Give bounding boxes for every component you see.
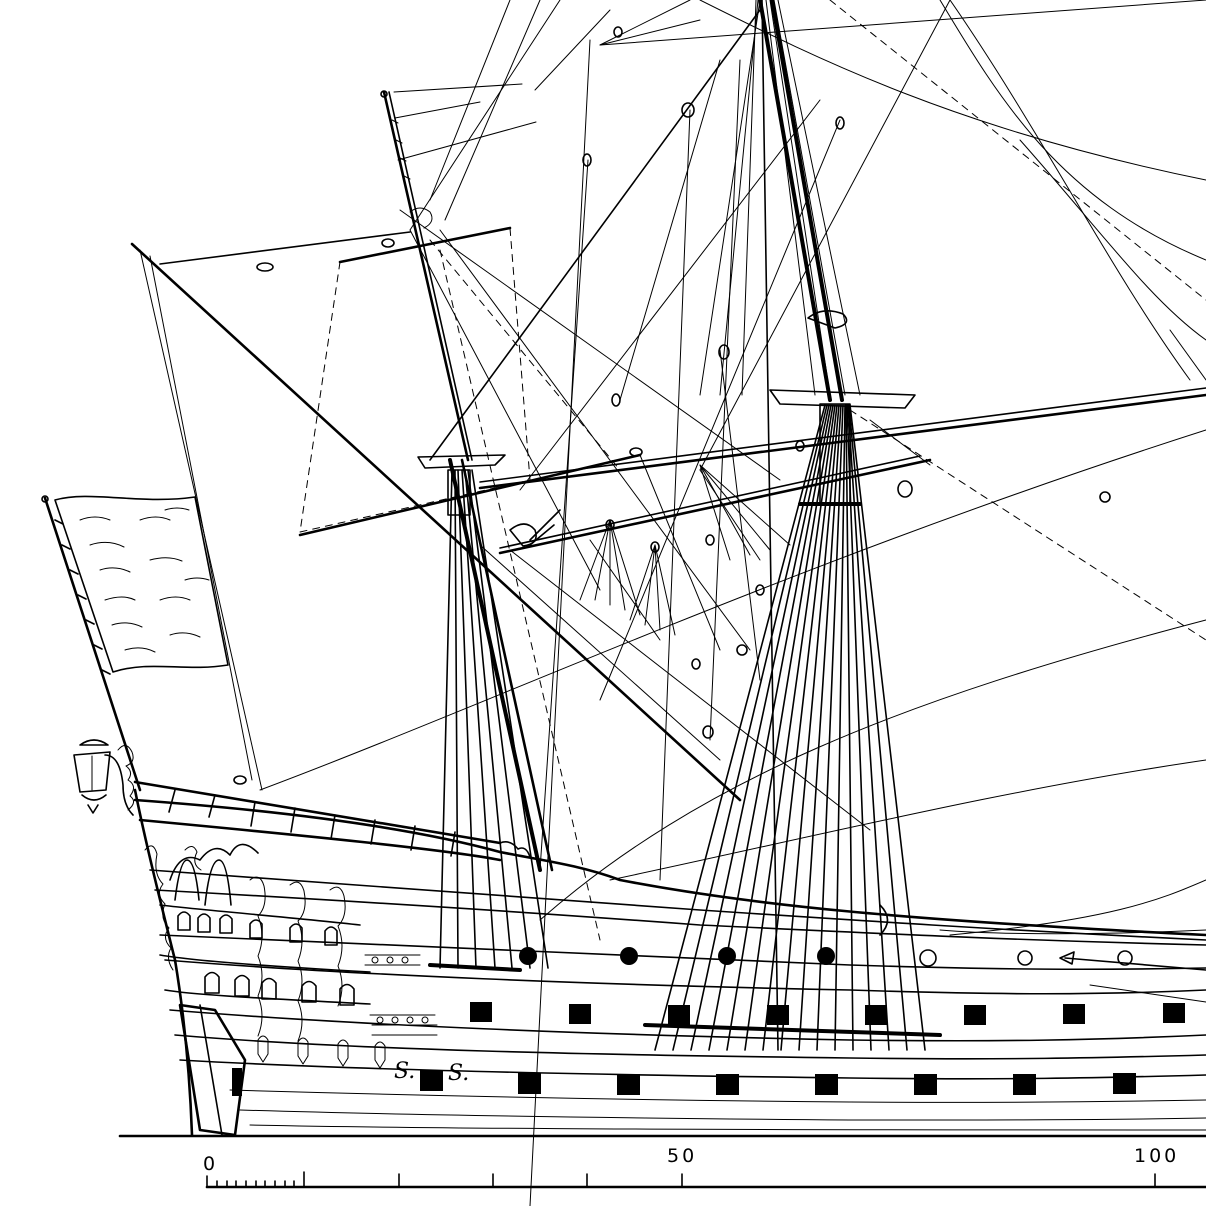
- blocks: [233, 26, 845, 785]
- ensign-staff: [41, 495, 142, 792]
- mizzen-top-yard: [159, 207, 512, 272]
- stern-lantern: [73, 739, 134, 816]
- scale-bar: 0 50 100: [203, 1145, 1206, 1189]
- ensign-flag: [54, 495, 229, 673]
- scale-bar-fine-ticks: [206, 1171, 305, 1188]
- scuttle-1: [519, 947, 537, 965]
- scale-label-0: 0: [203, 1153, 218, 1175]
- stern-letter-2: S.: [448, 1061, 469, 1086]
- stern-windows-upper: [177, 911, 338, 946]
- stern-carved-figures: [144, 845, 438, 1069]
- fanned-sheets: [579, 464, 791, 636]
- main-yard: [478, 387, 1206, 503]
- scuttle-4: [817, 947, 835, 965]
- chain-wale-arrow: [1059, 951, 1206, 1003]
- stern-galleries: S. S.: [144, 843, 469, 1086]
- scale-bar-major-ticks: [398, 1173, 1156, 1188]
- mizzen-lateen-yard: [130, 242, 742, 802]
- rudder: [178, 1003, 247, 1137]
- hull-outline: [133, 788, 1206, 1137]
- rail-balustrade: [133, 780, 531, 858]
- scuttle-3: [718, 947, 736, 965]
- scuttle-2: [620, 947, 638, 965]
- mizzen-shrouds: [428, 469, 549, 972]
- lower-gunports: [420, 1070, 1136, 1095]
- scuttle-7: [1117, 950, 1133, 966]
- stern-letter-1: S.: [394, 1059, 415, 1084]
- main-topmast-shrouds: [699, 0, 861, 1051]
- scuttle-6: [1017, 950, 1033, 966]
- main-topsail: [529, 0, 1206, 1206]
- scuttle-5: [919, 949, 937, 967]
- quarterdeck-scuttles: [519, 947, 1133, 967]
- scale-label-100: 100: [1134, 1145, 1179, 1167]
- mizzen-top-sail-dashed: [299, 227, 621, 941]
- scale-label-50: 50: [667, 1145, 697, 1167]
- mizzen-topmast: [380, 83, 537, 462]
- main-shrouds: [643, 404, 942, 1051]
- stays: [399, 0, 951, 881]
- main-course-sail: [259, 409, 1206, 921]
- upper-gunports: [470, 1002, 1185, 1025]
- stern-windows-lower: [204, 971, 355, 1006]
